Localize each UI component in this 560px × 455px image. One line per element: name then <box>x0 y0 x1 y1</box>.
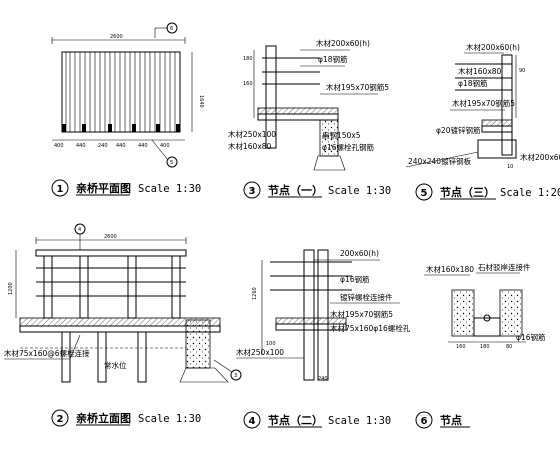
n2-note-3: 镀锌螺栓连接件 <box>340 292 393 302</box>
n1-title: 节点（一） <box>268 183 323 197</box>
n4-note-1: 木材160x180 <box>426 264 474 274</box>
elev-water-note: 常水位 <box>104 360 127 370</box>
n1-note-6: 扁钢150x5 <box>322 130 361 140</box>
n3-v1: 90 <box>519 68 525 74</box>
elev-number: 2 <box>57 414 64 425</box>
n2-number: 4 <box>249 416 256 427</box>
node-2-view: 1260 100 240 200x60(h) φ16钢筋 镀锌螺栓连接件 木材1… <box>236 249 411 429</box>
plan-top-dim: 2600 <box>110 34 123 40</box>
elev-title: 亲桥立面图 <box>76 411 131 425</box>
plan-dim-b2: 440 <box>76 143 86 149</box>
deck-planks <box>65 52 176 132</box>
elevation-view: 2600 1200 常水位 木材75x160@6螺栓连接 <box>4 223 242 427</box>
node-1-view: 180 160 木材200x60(h) φ18钢筋 木材195x70钢筋5 木材… <box>228 38 391 199</box>
n1-note-1: 木材200x60(h) <box>316 38 370 48</box>
plan-number: 1 <box>57 184 64 195</box>
n4-note-2: 石材驳岸连接件 <box>478 262 531 272</box>
n2-note-6: 木材250x100 <box>236 347 284 357</box>
n3-note-3: φ18钢筋 <box>458 78 488 88</box>
elev-tag-1: 4 <box>78 227 81 233</box>
elev-top-dim: 2600 <box>104 234 117 240</box>
n3-title: 节点（三） <box>440 185 495 199</box>
n4-number: 6 <box>421 416 428 427</box>
n1-note-3: 木材195x70钢筋5 <box>326 82 389 92</box>
n3-scale: Scale 1:20 <box>500 187 560 199</box>
n1-number: 3 <box>249 186 256 197</box>
n2-scale: Scale 1:30 <box>328 415 391 427</box>
n2-note-5: 木材75x160φ16螺栓孔 <box>330 323 411 333</box>
node-3-view: 90 10 木材200x60(h) 木材160x80 φ18钢筋 木材195x7… <box>405 42 560 201</box>
n4-note-3: φ16钢筋 <box>516 332 546 342</box>
n2-v2: 100 <box>266 341 276 347</box>
n1-note-7: φ16螺栓孔钢筋 <box>322 142 374 152</box>
plan-view: 2600 1640 400 440 24 <box>51 22 204 197</box>
n3-note-7: 木材200x60 <box>520 152 560 162</box>
n1-note-5: 木材160x80 <box>228 141 272 151</box>
n4-dim-1: 160 <box>456 344 466 350</box>
plan-scale: Scale 1:30 <box>138 183 201 195</box>
n3-note-5: φ20镀锌钢筋 <box>436 125 481 135</box>
n3-note-4: 木材195x70钢筋5 <box>452 98 515 108</box>
plan-dim-b5: 440 <box>138 143 148 149</box>
elev-scale: Scale 1:30 <box>138 413 201 425</box>
elev-beam-note: 木材75x160@6螺栓连接 <box>4 348 90 358</box>
elev-tag-2: 3 <box>234 373 237 379</box>
plan-dim-b1: 400 <box>54 143 64 149</box>
n1-v2: 160 <box>243 81 253 87</box>
plan-dim-b4: 440 <box>116 143 126 149</box>
n2-note-1: 200x60(h) <box>340 249 379 258</box>
plan-dim-b3: 240 <box>98 143 108 149</box>
n4-title: 节点 <box>440 413 462 427</box>
n1-note-4: 木材250x100 <box>228 129 276 139</box>
elev-side-dim: 1200 <box>8 282 14 295</box>
n4-dim-3: 80 <box>506 344 512 350</box>
n1-v1: 180 <box>243 56 253 62</box>
plan-title: 亲桥平面图 <box>76 181 131 195</box>
n3-v2: 10 <box>507 164 513 170</box>
node-view: 木材160x180 石材驳岸连接件 160 180 80 φ16钢筋 6 节点 <box>415 262 546 429</box>
n3-note-2: 木材160x80 <box>458 66 502 76</box>
plan-tag-1: 6 <box>170 26 173 32</box>
n4-dim-2: 180 <box>480 344 490 350</box>
n3-number: 5 <box>421 188 428 199</box>
n2-title: 节点（二） <box>268 413 323 427</box>
plan-dim-b6: 400 <box>160 143 170 149</box>
plan-side-dim: 1640 <box>198 95 204 108</box>
plan-tag-2: 5 <box>170 160 173 166</box>
n1-note-2: φ18钢筋 <box>318 54 348 64</box>
n3-note-1: 木材200x60(h) <box>466 42 520 52</box>
n1-scale: Scale 1:30 <box>328 185 391 197</box>
n2-v1: 1260 <box>252 287 258 300</box>
n3-note-6: 240x240镀锌钢板 <box>408 156 472 166</box>
n2-note-4: 木材195x70钢筋5 <box>330 309 393 319</box>
n2-note-2: φ16钢筋 <box>340 274 370 284</box>
n2-v3: 240 <box>318 376 328 382</box>
